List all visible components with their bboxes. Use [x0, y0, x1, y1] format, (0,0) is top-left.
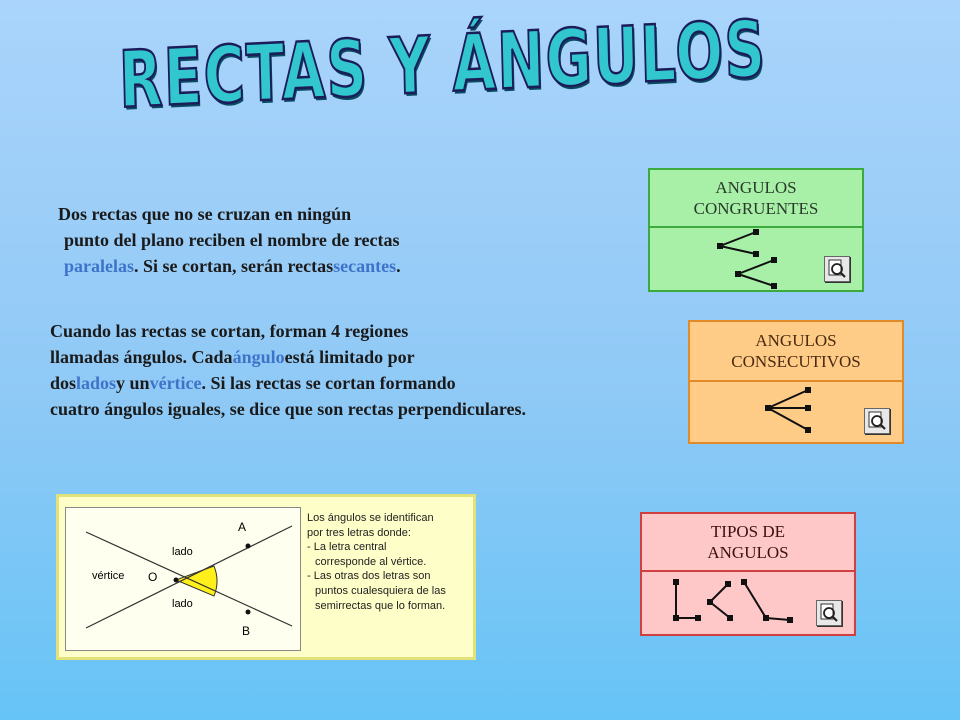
- magnifier-icon[interactable]: [816, 600, 842, 626]
- text-fragment: .: [396, 256, 401, 276]
- text-line: punto del plano reciben el nombre de rec…: [64, 230, 400, 250]
- consecutive-angles-icon: [765, 387, 811, 433]
- angle-figure: [85, 525, 293, 629]
- explanation-line: corresponde al vértice.: [315, 555, 427, 568]
- angle-diagram-panel: A B O vértice lado lado Los ángulos se i…: [56, 494, 476, 660]
- text-fragment: . Si las rectas se cortan formando: [201, 373, 456, 393]
- text-line: Dos rectas que no se cruzan en ningún: [58, 204, 352, 224]
- label-lado-top: lado: [172, 546, 193, 558]
- explanation-line: Los ángulos se identifican: [307, 512, 434, 524]
- card-title-line: ANGULOS: [715, 178, 797, 197]
- label-a: A: [238, 520, 247, 534]
- explanation-line: por tres letras donde:: [307, 526, 411, 539]
- card-title-line: ANGULOS: [755, 331, 837, 350]
- card-header: ANGULOS CONGRUENTES: [650, 170, 862, 226]
- congruent-angles-icon: [717, 229, 777, 289]
- card-title-line: CONGRUENTES: [693, 199, 819, 218]
- magnifier-icon[interactable]: [864, 408, 890, 434]
- label-lado-bottom: lado: [172, 598, 193, 610]
- card-title-line: CONSECUTIVOS: [731, 352, 861, 371]
- text-fragment: dos: [50, 373, 77, 393]
- card-divider: [642, 570, 854, 572]
- text-line: paralelas. Si se cortan, serán rectassec…: [58, 253, 401, 279]
- paragraph-paralelas: Dos rectas que no se cruzan en ningún pu…: [58, 201, 401, 279]
- card-angulos-consecutivos[interactable]: ANGULOS CONSECUTIVOS: [688, 320, 904, 444]
- card-header: ANGULOS CONSECUTIVOS: [690, 322, 902, 380]
- label-o: O: [148, 570, 158, 584]
- text-line: Cuando las rectas se cortan, forman 4 re…: [50, 321, 409, 341]
- angle-types-icon: [673, 579, 793, 623]
- text-fragment: . Si se cortan, serán rectas: [134, 256, 334, 276]
- explanation-line: semirrectas que lo forman.: [315, 599, 446, 612]
- term-lados: lados: [76, 373, 117, 393]
- card-header: TIPOS DE ANGULOS: [642, 514, 854, 570]
- card-tipos-de-angulos[interactable]: TIPOS DE ANGULOS: [640, 512, 856, 636]
- term-secantes: secantes: [333, 256, 397, 276]
- text-line: cuatro ángulos iguales, se dice que son …: [50, 399, 527, 419]
- term-angulo: ángulo: [232, 347, 285, 367]
- label-vertice: vértice: [92, 570, 125, 582]
- explanation-line: - La letra central: [307, 541, 387, 554]
- card-title-line: ANGULOS: [707, 543, 789, 562]
- text-fragment: y un: [116, 373, 150, 393]
- label-b: B: [242, 624, 251, 638]
- card-angulos-congruentes[interactable]: ANGULOS CONGRUENTES: [648, 168, 864, 292]
- term-paralelas: paralelas: [64, 256, 134, 276]
- text-line: llamadas ángulos. Cadaánguloestá limitad…: [50, 344, 526, 370]
- text-line: dosladosy unvértice. Si las rectas se co…: [50, 370, 526, 396]
- explanation-line: - Las otras dos letras son: [307, 570, 431, 583]
- card-divider: [690, 380, 902, 382]
- card-divider: [650, 226, 862, 228]
- angle-explanation: Los ángulos se identifican por tres letr…: [307, 511, 477, 613]
- text-fragment: está limitado por: [284, 347, 415, 367]
- text-fragment: llamadas ángulos. Cada: [50, 347, 233, 367]
- magnifier-icon[interactable]: [824, 256, 850, 282]
- card-title-line: TIPOS DE: [710, 522, 786, 541]
- term-vertice: vértice: [149, 373, 202, 393]
- explanation-line: puntos cualesquiera de las: [315, 584, 446, 597]
- page-title: RECTAS Y ÁNGULOS: [117, 4, 769, 127]
- angle-diagram: A B O vértice lado lado: [65, 507, 301, 651]
- paragraph-angulos: Cuando las rectas se cortan, forman 4 re…: [50, 318, 526, 422]
